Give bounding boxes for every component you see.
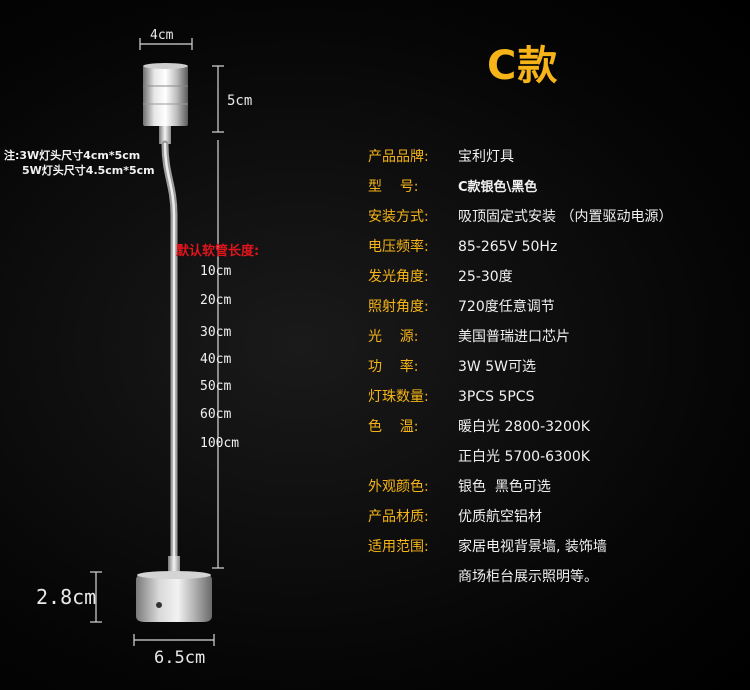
spec-value: 85-265V 50Hz — [458, 239, 558, 255]
base-height-dimension-line — [90, 571, 102, 623]
spec-row-beam-angle: 发光角度: 25-30度 — [368, 266, 513, 288]
arm-length-item: 40cm — [200, 352, 232, 367]
spec-value: 美国普瑞进口芯片 — [458, 329, 570, 345]
spec-value: 720度任意调节 — [458, 299, 555, 315]
spec-value: 家居电视背景墙, 装饰墙 — [458, 539, 607, 555]
lamp-head — [143, 63, 188, 144]
spec-row-light-source: 光 源: 美国普瑞进口芯片 — [368, 326, 570, 348]
spec-value: 25-30度 — [458, 269, 513, 285]
spec-label: 电压频率: — [368, 239, 429, 255]
spec-row-material: 产品材质: 优质航空铝材 — [368, 506, 542, 528]
spec-row-power: 功 率: 3W 5W可选 — [368, 356, 536, 378]
spec-row-installation: 安装方式: 吸顶固定式安装 （内置驱动电源） — [368, 206, 672, 228]
head-height-label: 5cm — [227, 93, 253, 109]
spec-label: 型 号: — [368, 179, 419, 195]
arm-length-item: 20cm — [200, 293, 232, 308]
base-width-label: 6.5cm — [154, 648, 206, 668]
spec-label: 光 源: — [368, 329, 419, 345]
spec-label: 功 率: — [368, 359, 419, 375]
spec-label: 照射角度: — [368, 299, 429, 315]
spec-row-brand: 产品品牌: 宝利灯具 — [368, 146, 514, 168]
arm-length-item: 50cm — [200, 379, 232, 394]
spec-row-led-count: 灯珠数量: 3PCS 5PCS — [368, 386, 534, 408]
spec-value-continued: 正白光 5700-6300K — [458, 449, 590, 465]
base-height-label: 2.8cm — [36, 585, 97, 609]
head-size-note-5w: 5W灯头尺寸4.5cm*5cm — [22, 164, 155, 177]
spec-label: 色 温: — [368, 419, 419, 435]
head-width-dimension-line — [139, 38, 193, 50]
spec-row-color-temp: 色 温: 暖白光 2800-3200K — [368, 416, 590, 438]
product-variant-title: C款 — [487, 43, 559, 89]
spec-value-continued: 商场柜台展示照明等。 — [458, 569, 598, 585]
arm-length-dimension-line — [212, 140, 224, 569]
spec-value: 吸顶固定式安装 （内置驱动电源） — [458, 209, 673, 225]
lamp-base — [136, 556, 212, 622]
spec-label: 外观颜色: — [368, 479, 429, 495]
arm-length-item: 10cm — [200, 264, 232, 279]
spec-value: 宝利灯具 — [458, 149, 514, 165]
spec-value: C款银色\黑色 — [458, 180, 538, 195]
head-size-note-3w: 注:3W灯头尺寸4cm*5cm — [4, 149, 141, 162]
head-width-label: 4cm — [150, 28, 174, 43]
spec-label: 适用范围: — [368, 539, 429, 555]
arm-length-item: 60cm — [200, 407, 232, 422]
spec-value: 3PCS 5PCS — [458, 389, 535, 405]
spec-row-voltage: 电压频率: 85-265V 50Hz — [368, 236, 557, 258]
spec-label: 安装方式: — [368, 209, 429, 225]
spec-row-rotation: 照射角度: 720度任意调节 — [368, 296, 555, 318]
spec-value: 3W 5W可选 — [458, 359, 536, 375]
spec-row-application: 适用范围: 家居电视背景墙, 装饰墙 — [368, 536, 607, 558]
spec-label: 灯珠数量: — [368, 389, 429, 405]
spec-value: 暖白光 2800-3200K — [458, 419, 590, 435]
spec-value: 银色 黑色可选 — [458, 479, 551, 495]
spec-label: 产品材质: — [368, 509, 429, 525]
spec-label: 产品品牌: — [368, 149, 429, 165]
head-height-dimension-line — [212, 65, 224, 133]
spec-label: 发光角度: — [368, 269, 429, 285]
gooseneck-arm — [161, 140, 178, 564]
base-width-dimension-line — [133, 634, 215, 646]
arm-length-item: 100cm — [200, 436, 240, 451]
arm-length-item: 30cm — [200, 325, 232, 340]
spec-row-model: 型 号: C款银色\黑色 — [368, 176, 537, 198]
spec-row-finish: 外观颜色: 银色 黑色可选 — [368, 476, 551, 498]
spec-value: 优质航空铝材 — [458, 509, 542, 525]
arm-length-header: 默认软管长度: — [176, 244, 260, 259]
